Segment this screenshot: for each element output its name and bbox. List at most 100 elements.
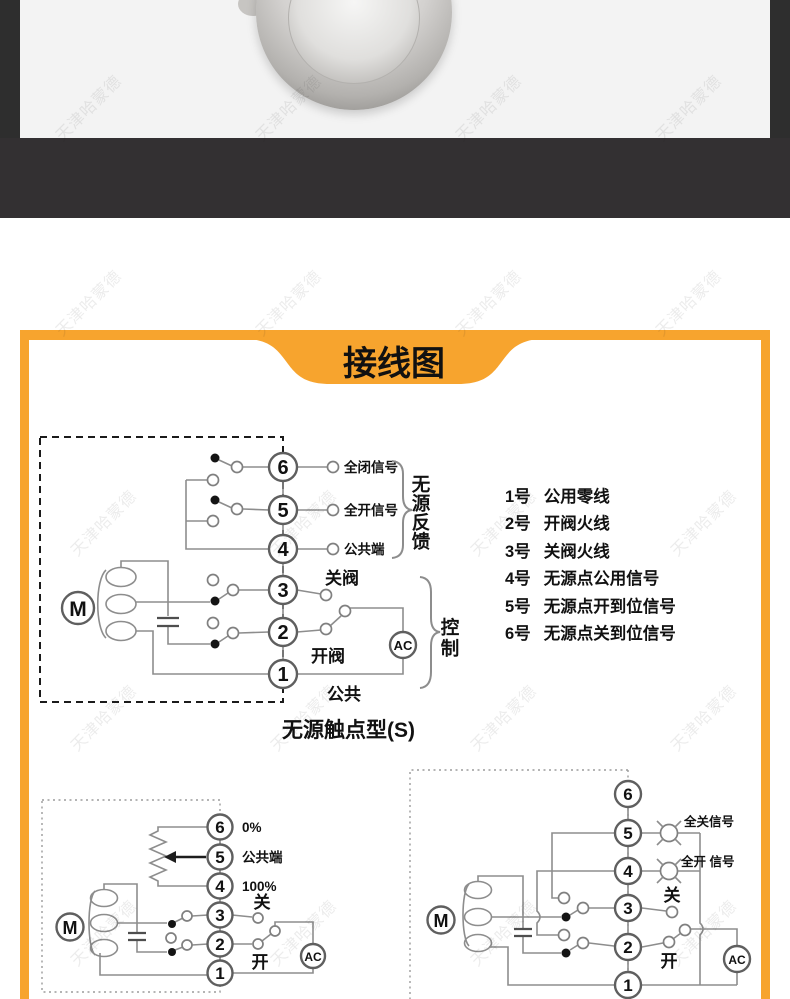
pot-wiring-diagram: M 6 5 4 3 2	[41, 799, 327, 993]
terminal-number: 2	[277, 622, 288, 644]
ac-label: AC	[394, 638, 413, 653]
svg-text:源: 源	[412, 493, 431, 514]
list-item: 3号关阀火线	[505, 536, 676, 564]
lamp-wiring-diagram: M 6 5 4 3	[409, 769, 752, 999]
ac-source	[299, 942, 327, 970]
motor-symbol	[55, 912, 85, 942]
terminal-number: 3	[215, 906, 224, 925]
terminal-6	[613, 779, 643, 809]
motor-label: M	[63, 918, 78, 938]
terminal-number: 3	[623, 899, 632, 918]
terminal-number: 5	[215, 848, 224, 867]
svg-text:馈: 馈	[412, 531, 431, 552]
pot-terminal-column: 6 5 4 3 2 1	[206, 813, 234, 987]
main-wires	[97, 459, 404, 675]
label-close: 关	[254, 892, 271, 912]
lamp-motor-coil	[463, 880, 493, 953]
control-brace	[419, 576, 441, 689]
terminal-num: 5号	[505, 597, 531, 616]
terminal-5	[613, 818, 643, 848]
label-common-terminal: 公共端	[344, 541, 385, 557]
banner-ribbon	[237, 330, 551, 384]
wiring-section-frame	[20, 330, 770, 999]
terminal-3	[267, 574, 299, 606]
pot-dotted-enclosure	[41, 799, 221, 993]
label-open: 开	[661, 952, 678, 971]
label-control: 控 制	[441, 617, 460, 659]
terminal-number: 3	[277, 580, 288, 602]
terminal-num: 3号	[505, 542, 531, 561]
terminal-number: 1	[277, 664, 288, 686]
terminal-column: 6 5 4 3 2 1	[267, 451, 299, 690]
terminal-number: 1	[623, 976, 632, 995]
terminal-num: 6号	[505, 625, 531, 644]
terminal-number: 2	[215, 935, 224, 954]
terminal-3	[206, 901, 234, 929]
label-100-percent: 100%	[242, 879, 277, 894]
label-open: 开	[252, 953, 269, 972]
list-item: 5号无源点开到位信号	[505, 591, 676, 619]
main-wiring-diagram: M	[39, 436, 460, 704]
lamp-switch-contacts	[557, 891, 692, 958]
terminal-num: 1号	[505, 487, 531, 506]
label-full-open-signal: 全开 信号	[680, 854, 734, 869]
svg-text:控: 控	[441, 617, 460, 638]
lamp-terminal-column: 6 5 4 3 2 1	[613, 779, 643, 999]
terminal-number: 4	[623, 862, 633, 881]
terminal-2	[613, 932, 643, 962]
svg-text:制: 制	[441, 638, 460, 659]
terminal-6	[206, 813, 234, 841]
full-close-lamp-icon	[656, 820, 682, 846]
label-full-open-signal: 全开信号	[343, 502, 398, 518]
terminal-number: 4	[215, 877, 225, 896]
photo-strip	[0, 0, 790, 138]
terminal-number: 6	[623, 785, 632, 804]
label-close: 关	[664, 885, 681, 905]
motor-label: M	[69, 598, 87, 621]
terminal-desc: 公用零线	[543, 487, 610, 506]
terminal-desc: 无源点关到位信号	[543, 625, 676, 644]
dark-separator-band	[0, 138, 790, 218]
lamp-wires	[462, 794, 738, 986]
label-full-close-signal: 全闭信号	[343, 459, 398, 475]
terminal-num: 2号	[505, 515, 531, 534]
terminal-2	[267, 616, 299, 648]
terminal-3	[613, 893, 643, 923]
svg-text:反: 反	[412, 512, 431, 533]
feedback-brace	[391, 460, 413, 559]
label-close-valve: 关阀	[325, 568, 359, 588]
terminal-5	[206, 843, 234, 871]
terminal-2	[206, 930, 234, 958]
lamp-dotted-enclosure	[409, 769, 628, 999]
label-0-percent: 0%	[242, 820, 262, 835]
list-item: 1号公用零线	[505, 481, 676, 509]
full-open-lamp-icon	[656, 858, 682, 884]
ac-source	[388, 630, 418, 660]
ac-label: AC	[304, 950, 322, 964]
terminal-desc: 开阀火线	[543, 515, 610, 534]
list-item: 2号开阀火线	[505, 509, 676, 537]
label-common-terminal: 公共端	[242, 849, 283, 865]
list-item: 6号无源点关到位信号	[505, 619, 676, 647]
terminal-5	[267, 494, 299, 526]
terminal-number: 6	[215, 818, 224, 837]
terminal-number: 5	[277, 500, 288, 522]
motor-symbol	[426, 905, 456, 935]
label-open-valve: 开阀	[311, 646, 345, 666]
terminal-number: 6	[277, 457, 288, 479]
terminal-1	[206, 959, 234, 987]
motor-symbol	[60, 590, 96, 626]
terminal-6	[267, 451, 299, 483]
wiper-arrowhead	[164, 851, 176, 863]
terminal-number: 4	[277, 539, 289, 561]
label-common: 公共	[327, 685, 361, 704]
pot-motor-coil	[89, 888, 119, 958]
terminal-number: 2	[623, 938, 632, 957]
pot-switch-contacts	[165, 910, 281, 956]
title-banner: 接线图	[237, 330, 551, 384]
switch-contacts	[206, 453, 352, 649]
terminal-1	[613, 970, 643, 999]
terminal-4	[613, 856, 643, 886]
ac-source	[722, 944, 752, 974]
